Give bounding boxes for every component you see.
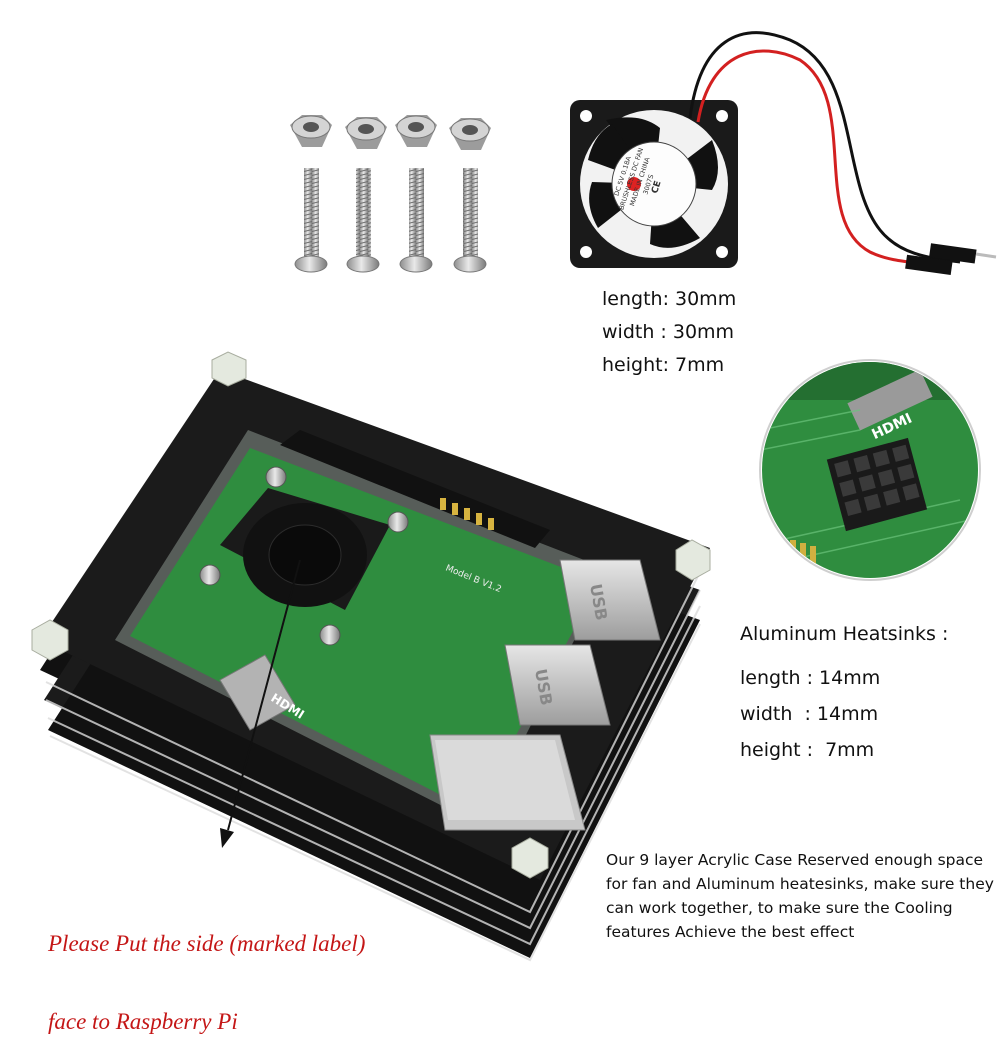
screw bbox=[294, 168, 328, 273]
note-line: Please Put the side (marked label) bbox=[48, 931, 366, 956]
mounted-fan bbox=[199, 466, 409, 646]
description-line: for fan and Aluminum heatesinks, make su… bbox=[606, 875, 994, 893]
screw bbox=[399, 168, 433, 273]
hex-nut bbox=[290, 115, 332, 147]
hex-nuts bbox=[290, 115, 491, 150]
screw bbox=[453, 168, 487, 273]
heatsink-photo: HDMI bbox=[759, 359, 981, 581]
fan-length: length: 30mm bbox=[602, 288, 737, 310]
heatsink-width: width : 14mm bbox=[740, 703, 879, 725]
ethernet-port bbox=[429, 734, 586, 831]
dupont-connectors bbox=[905, 243, 997, 275]
fan-screw-heads bbox=[199, 466, 409, 646]
fan-logo-icon bbox=[627, 177, 641, 191]
mounting-note: Please Put the side (marked label) face … bbox=[48, 879, 365, 1061]
callout-arrow bbox=[220, 559, 301, 848]
heatsink-length: length : 14mm bbox=[740, 667, 881, 689]
hex-nut bbox=[395, 115, 437, 147]
screw bbox=[346, 168, 380, 273]
arrow-head-icon bbox=[220, 828, 234, 848]
screws bbox=[294, 168, 487, 273]
note-line: face to Raspberry Pi bbox=[48, 1009, 238, 1034]
fan-width: width : 30mm bbox=[602, 321, 735, 343]
heatsink-title: Aluminum Heatsinks : bbox=[740, 623, 949, 645]
description-line: can work together, to make sure the Cool… bbox=[606, 899, 953, 917]
fan-height: height: 7mm bbox=[602, 354, 725, 376]
product-illustration: HDMI bbox=[31, 31, 997, 962]
usb-ports: USB USB bbox=[504, 559, 661, 726]
hex-nut bbox=[449, 118, 491, 150]
gpio-header bbox=[280, 430, 550, 548]
corner-standoffs bbox=[31, 351, 711, 879]
description-line: Our 9 layer Acrylic Case Reserved enough… bbox=[606, 851, 984, 869]
heatsink-height: height : 7mm bbox=[740, 739, 875, 761]
acrylic-case: Model B V1.2 HDMI USB USB bbox=[31, 351, 711, 962]
cooling-fan bbox=[570, 100, 738, 268]
hex-nut bbox=[345, 117, 387, 149]
fan-wires bbox=[688, 31, 961, 268]
description-line: features Achieve the best effect bbox=[606, 923, 855, 941]
case-description: Our 9 layer Acrylic Case Reserved enough… bbox=[606, 848, 998, 944]
